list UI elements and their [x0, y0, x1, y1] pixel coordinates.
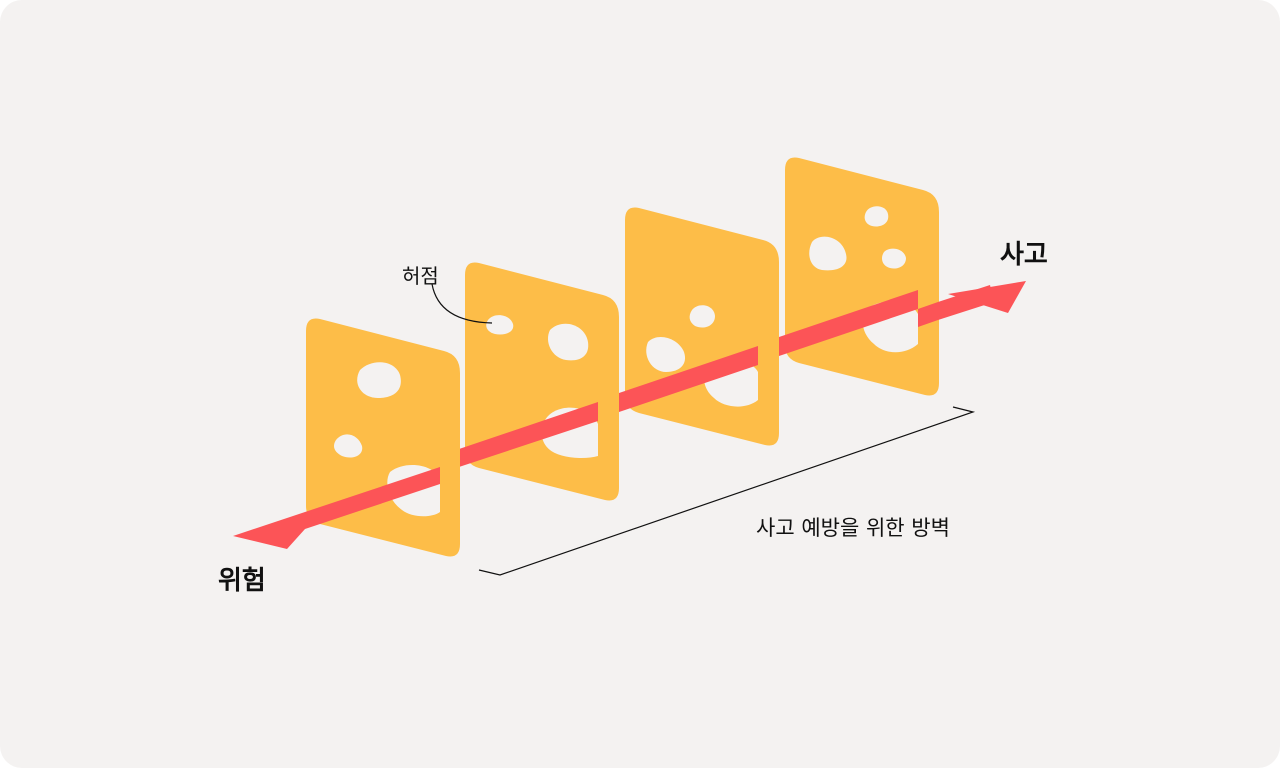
slice-hole [864, 206, 889, 227]
slice-hole [357, 362, 401, 398]
arrow-segment [233, 512, 305, 549]
slice-hole [334, 434, 363, 458]
arrow-segment [785, 290, 918, 354]
danger-label: 위험 [218, 566, 266, 596]
arrow-head-icon [948, 281, 1026, 313]
arrow-segment [918, 302, 938, 327]
slice-hole [882, 248, 906, 269]
cheese-slice-2 [465, 262, 619, 501]
slice-hole [486, 315, 514, 335]
barriers-label: 사고 예방을 위한 방벽 [756, 516, 950, 540]
arrow-segment [305, 467, 440, 529]
slice-hole [646, 337, 686, 372]
arrow-segment [779, 335, 785, 356]
hole-label: 허점 [402, 264, 439, 288]
arrow-body [233, 335, 785, 549]
cheese-slice-4 [785, 157, 939, 396]
slice-hole [547, 323, 589, 361]
cheese-slice-3 [625, 207, 779, 446]
arrow-segment [625, 346, 758, 410]
slice-hole [689, 305, 715, 328]
cheese-slice-1-front [440, 484, 460, 560]
slice-hole [809, 236, 847, 271]
accident-label: 사고 [1000, 240, 1048, 270]
barriers-bracket [478, 406, 976, 576]
arrow-segment [619, 391, 625, 412]
arrow-segment [459, 447, 465, 467]
arrow-segment [465, 402, 598, 465]
hole-leader-line [431, 283, 493, 324]
